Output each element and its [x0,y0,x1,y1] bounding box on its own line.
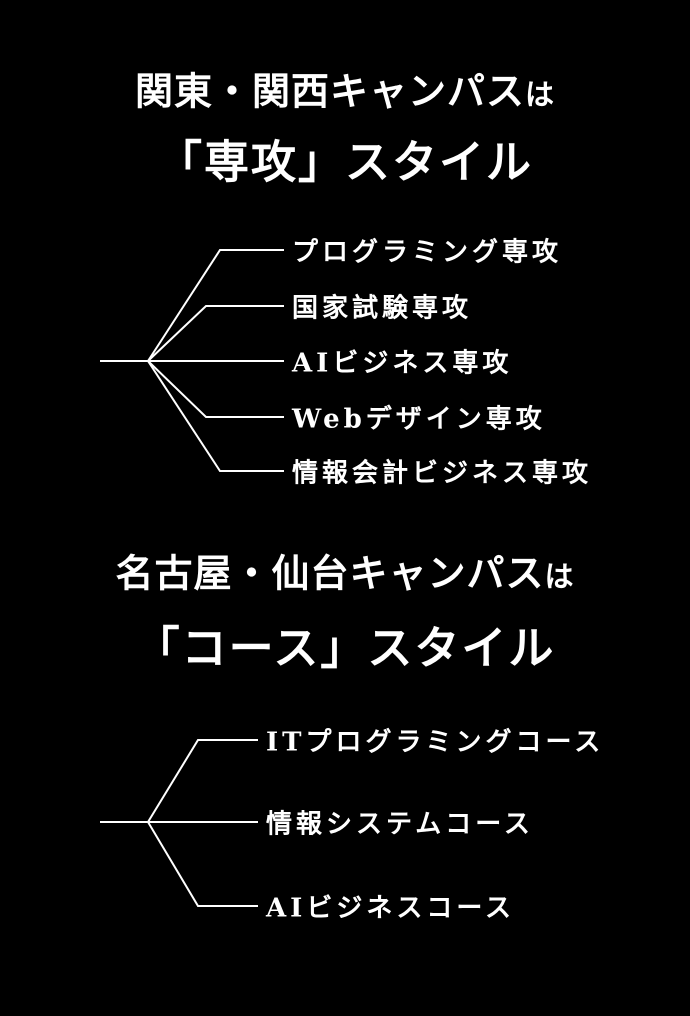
section1-branch-item-4: Webデザイン専攻 [292,404,546,435]
tree2-branch-3 [147,821,258,907]
tree1-branch-2 [147,305,284,362]
section2-heading-line1: 名古屋・仙台キャンパスは [0,543,690,598]
section1-heading-campus-text: 関東・関西キャンパス [134,68,525,114]
tree1-branch-1 [147,249,284,362]
section1-heading-line1: 関東・関西キャンパスは [0,61,690,116]
section2-branch-item-1: ITプログラミングコース [266,727,605,758]
section2-branch-item-3: AIビジネスコース [266,893,516,924]
section1-heading-particle: は [525,77,556,112]
tree1-branch-5 [147,360,284,472]
section1-heading-line2: 「専攻」スタイル [156,135,533,189]
section1-branch-item-5: 情報会計ビジネス専攻 [292,458,593,489]
section1-branch-item-1: プログラミング専攻 [292,237,563,268]
tree1-branch-4 [147,360,284,418]
section2-heading-line2: 「コース」スタイル [134,621,556,675]
section1-branch-item-3: AIビジネス専攻 [292,348,513,379]
section2-heading-campus-text: 名古屋・仙台キャンパス [115,550,545,596]
section1-branch-item-2: 国家試験専攻 [292,293,473,324]
section2-heading-particle: は [544,559,575,594]
section2-branch-item-2: 情報システムコース [266,809,534,840]
tree2-branch-1 [147,739,258,823]
